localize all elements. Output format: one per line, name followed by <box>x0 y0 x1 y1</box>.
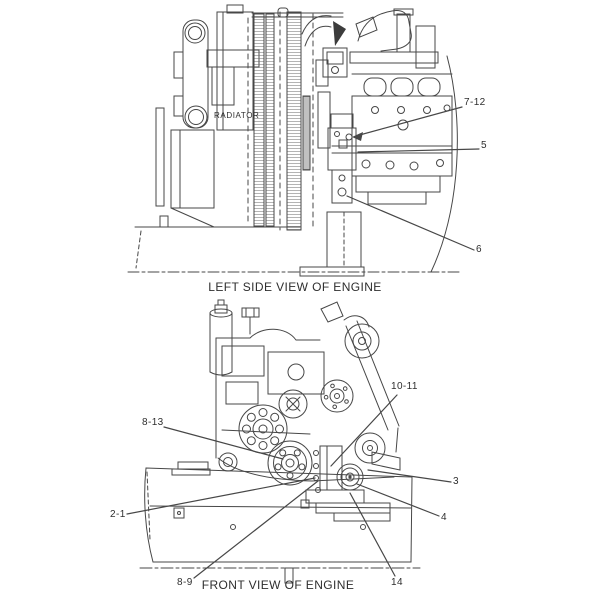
leader-5 <box>357 148 480 153</box>
leader-8-9 <box>193 480 319 579</box>
left-side-view-caption: LEFT SIDE VIEW OF ENGINE <box>208 280 382 294</box>
callout-8-9: 8-9 <box>177 577 193 588</box>
callout-6: 6 <box>476 244 482 255</box>
callout-10-11: 10-11 <box>391 381 418 392</box>
leader-2-1 <box>126 477 316 515</box>
leader-3 <box>367 469 452 483</box>
leader-10-11 <box>330 394 398 467</box>
radiator-drawing <box>155 4 344 231</box>
leader-4 <box>356 483 440 517</box>
leader-7-12 <box>355 106 463 137</box>
leader-lines-top <box>346 106 480 251</box>
flow-arrow-icon <box>333 21 346 46</box>
engine-side-drawing <box>299 8 458 277</box>
leader-lines-bottom <box>126 394 452 579</box>
callout-7-12: 7-12 <box>464 97 486 108</box>
leader-14 <box>349 492 396 577</box>
base-frame-top-drawing <box>127 215 463 273</box>
front-view-caption: FRONT VIEW OF ENGINE <box>201 578 355 592</box>
engine-front-drawing <box>171 299 401 522</box>
callout-4: 4 <box>441 512 447 523</box>
callout-8-13: 8-13 <box>142 417 164 428</box>
left-side-view-drawing <box>127 4 480 277</box>
leader-6 <box>346 195 475 251</box>
front-view-drawing <box>126 299 452 584</box>
radiator-label: RADIATOR <box>214 111 260 120</box>
leader-arrowhead-7-12 <box>352 132 363 141</box>
callout-3: 3 <box>453 476 459 487</box>
leader-8-13 <box>163 426 284 460</box>
blade-drawing <box>139 467 421 584</box>
callout-14: 14 <box>391 577 403 588</box>
callout-2-1: 2-1 <box>110 509 126 520</box>
callout-5: 5 <box>481 140 487 151</box>
